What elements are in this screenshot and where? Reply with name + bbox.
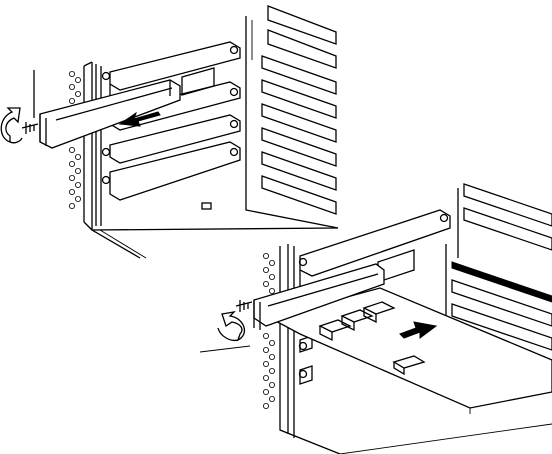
vent-holes-bottom xyxy=(263,253,274,408)
panel-remove-bracket xyxy=(1,6,338,258)
rotate-clockwise-icon xyxy=(218,312,244,340)
slot-brackets-top xyxy=(103,42,241,209)
slot-guides-top xyxy=(246,6,338,228)
panel-insert-card xyxy=(200,184,552,454)
chassis-wall-top xyxy=(84,62,338,258)
screw-icon xyxy=(22,122,38,134)
screw-icon xyxy=(236,300,252,312)
floor-line-bottom xyxy=(340,424,552,454)
rotate-counterclockwise-icon xyxy=(1,108,22,143)
